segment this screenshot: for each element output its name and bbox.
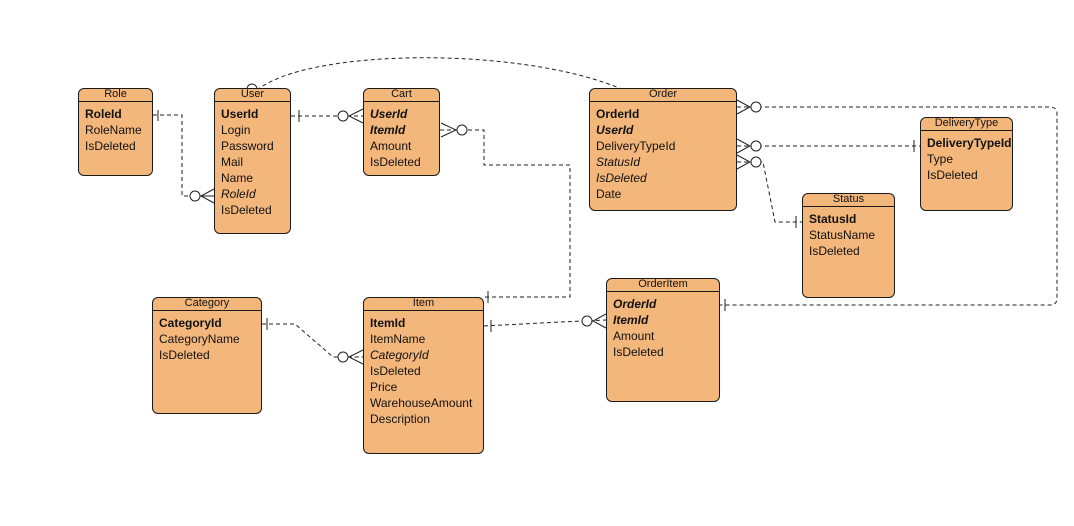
field-description: Description xyxy=(370,412,431,426)
field-categoryid: CategoryId xyxy=(370,348,429,362)
zero-mark-order-deliverytype xyxy=(750,140,762,152)
rel-role-user xyxy=(153,114,214,197)
field-statusname: StatusName xyxy=(809,228,876,242)
crowfoot-order-status xyxy=(736,154,752,170)
crowfoot-user-role xyxy=(199,188,215,204)
field-userid: UserId xyxy=(221,107,259,121)
crowfoot-item-category xyxy=(347,349,364,365)
field-warehouseamount: WarehouseAmount xyxy=(370,396,473,410)
field-categoryid: CategoryId xyxy=(159,316,222,330)
zero-mark-order-orderitem xyxy=(750,101,762,113)
field-isdeleted: IsDeleted xyxy=(596,171,647,185)
entity-title: Item xyxy=(364,298,483,311)
field-password: Password xyxy=(221,139,274,153)
zero-mark-item-category xyxy=(337,351,349,363)
field-mail: Mail xyxy=(221,155,244,169)
field-statusid: StatusId xyxy=(596,155,641,169)
rel-user-order xyxy=(251,57,664,117)
field-isdeleted: IsDeleted xyxy=(370,364,421,378)
field-roleid: RoleId xyxy=(85,107,122,121)
field-rolename: RoleName xyxy=(85,123,142,137)
field-isdeleted: IsDeleted xyxy=(221,203,272,217)
crowfoot-cart-item xyxy=(440,122,458,138)
field-amount: Amount xyxy=(370,139,412,153)
entity-title: DeliveryType xyxy=(921,118,1012,131)
field-itemid: ItemId xyxy=(370,316,406,330)
field-isdeleted: IsDeleted xyxy=(927,168,978,182)
entity-title: Status xyxy=(803,194,894,207)
field-statusid: StatusId xyxy=(809,212,857,226)
field-orderid: OrderId xyxy=(613,297,657,311)
rel-order-status xyxy=(737,161,802,223)
entity-title: Order xyxy=(590,89,736,102)
field-itemid: ItemId xyxy=(613,313,649,327)
crowfoot-cart-user xyxy=(347,108,364,124)
rel-order-orderitem xyxy=(720,106,1058,306)
field-userid: UserId xyxy=(596,123,634,137)
field-amount: Amount xyxy=(613,329,655,343)
field-itemname: ItemName xyxy=(370,332,426,346)
field-login: Login xyxy=(221,123,251,137)
crowfoot-order-orderitem xyxy=(736,99,752,115)
field-orderid: OrderId xyxy=(596,107,640,121)
field-name: Name xyxy=(221,171,254,185)
field-roleid: RoleId xyxy=(221,187,256,201)
crowfoot-order-deliverytype xyxy=(736,138,752,154)
zero-mark-order-status xyxy=(750,156,762,168)
field-userid: UserId xyxy=(370,107,408,121)
field-deliverytypeid: DeliveryTypeId xyxy=(596,139,676,153)
field-isdeleted: IsDeleted xyxy=(613,345,664,359)
field-isdeleted: IsDeleted xyxy=(809,244,860,258)
entity-title: User xyxy=(215,89,290,102)
field-itemid: ItemId xyxy=(370,123,406,137)
rel-cart-item xyxy=(440,129,571,298)
field-isdeleted: IsDeleted xyxy=(370,155,421,169)
entity-title: Category xyxy=(153,298,261,311)
field-date: Date xyxy=(596,187,622,201)
entity-title: Cart xyxy=(364,89,439,102)
field-price: Price xyxy=(370,380,398,394)
zero-mark-orderitem-item xyxy=(581,315,593,327)
field-isdeleted: IsDeleted xyxy=(159,348,210,362)
zero-mark-user-role xyxy=(189,190,201,202)
field-categoryname: CategoryName xyxy=(159,332,240,346)
zero-mark-cart xyxy=(337,110,349,122)
entity-title: OrderItem xyxy=(607,279,719,292)
zero-mark-cart-item xyxy=(456,124,468,136)
entity-title: Role xyxy=(79,89,152,102)
field-deliverytypeid: DeliveryTypeId xyxy=(927,136,1012,150)
field-type: Type xyxy=(927,152,954,166)
rel-category-item xyxy=(262,323,363,358)
crowfoot-orderitem-item xyxy=(591,313,607,329)
field-isdeleted: IsDeleted xyxy=(85,139,136,153)
